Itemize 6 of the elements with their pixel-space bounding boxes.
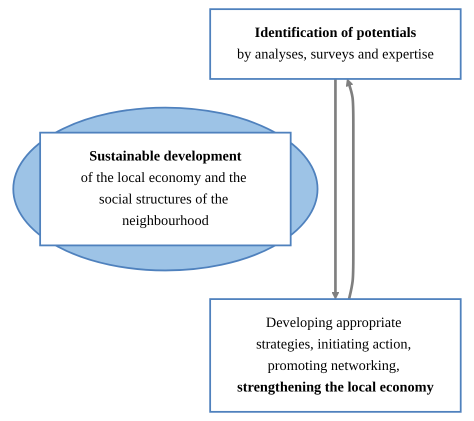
node-box: Identification of potentials by analyses, surveys and expertise: [209, 8, 462, 80]
arrow: [332, 78, 340, 300]
cluster: [12, 106, 318, 272]
arrow: [346, 78, 355, 300]
node-box: Developing appropriate strategies, initiating action, promoting networking, strengthening the local economy: [209, 298, 462, 413]
node-box: Sustainable development of the local economy and the social structures of the neighbourhood: [39, 132, 292, 246]
